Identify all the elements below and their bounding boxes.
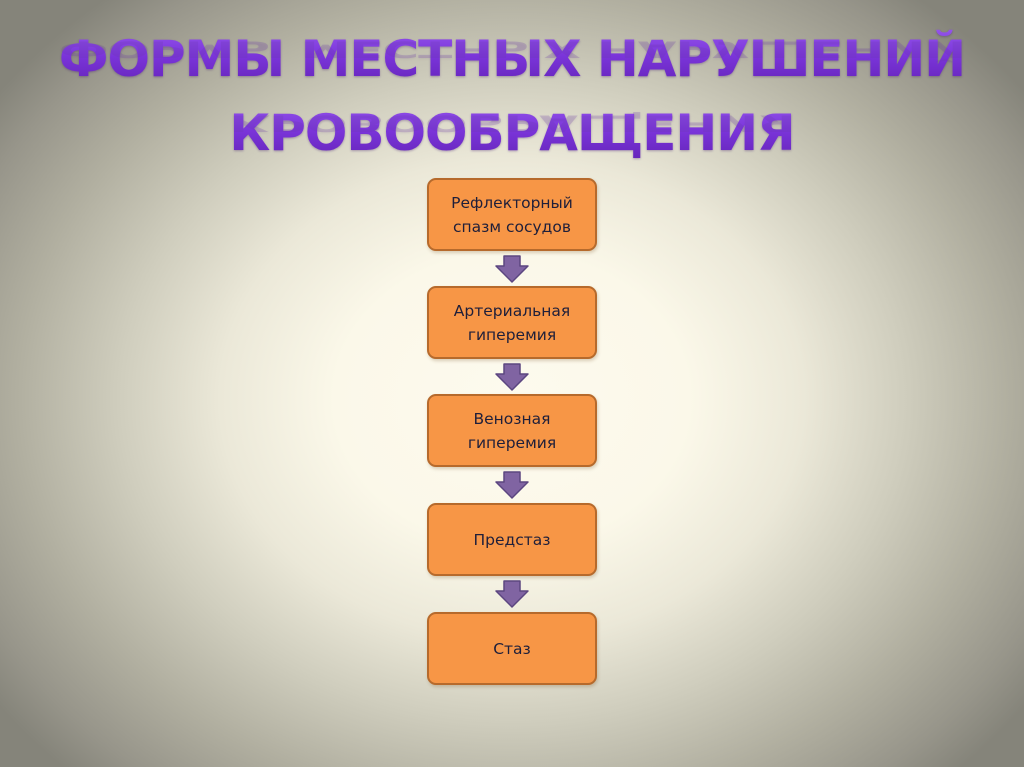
flow-step-arterial-hyperemia: Артериальная гиперемия (427, 286, 597, 359)
flow-step-label: Венозная гиперемия (467, 409, 557, 452)
down-arrow-icon (494, 255, 530, 283)
down-arrow-icon (494, 580, 530, 608)
flow-step-venous-hyperemia: Венозная гиперемия (427, 394, 597, 467)
flow-step-prestasis: Предстаз (427, 503, 597, 576)
slide-title: ФОРМЫ МЕСТНЫХ НАРУШЕНИЙ ФОРМЫ МЕСТНЫХ НА… (0, 22, 1024, 170)
title-line-2: КРОВООБРАЩЕНИЯ КРОВООБРАЩЕНИЯ (0, 96, 1024, 170)
title-line-1: ФОРМЫ МЕСТНЫХ НАРУШЕНИЙ ФОРМЫ МЕСТНЫХ НА… (0, 22, 1024, 96)
down-arrow-icon (494, 363, 530, 391)
title-line-1-text: ФОРМЫ МЕСТНЫХ НАРУШЕНИЙ (58, 30, 966, 88)
flow-step-stasis: Стаз (427, 612, 597, 685)
flow-step-label: Рефлекторный спазм сосудов (451, 193, 573, 236)
flow-step-label: Артериальная гиперемия (453, 301, 571, 344)
flow-step-label: Стаз (493, 639, 531, 658)
title-line-2-text: КРОВООБРАЩЕНИЯ (229, 104, 795, 162)
flow-step-reflex-spasm: Рефлекторный спазм сосудов (427, 178, 597, 251)
flow-step-label: Предстаз (473, 530, 551, 549)
down-arrow-icon (494, 471, 530, 499)
